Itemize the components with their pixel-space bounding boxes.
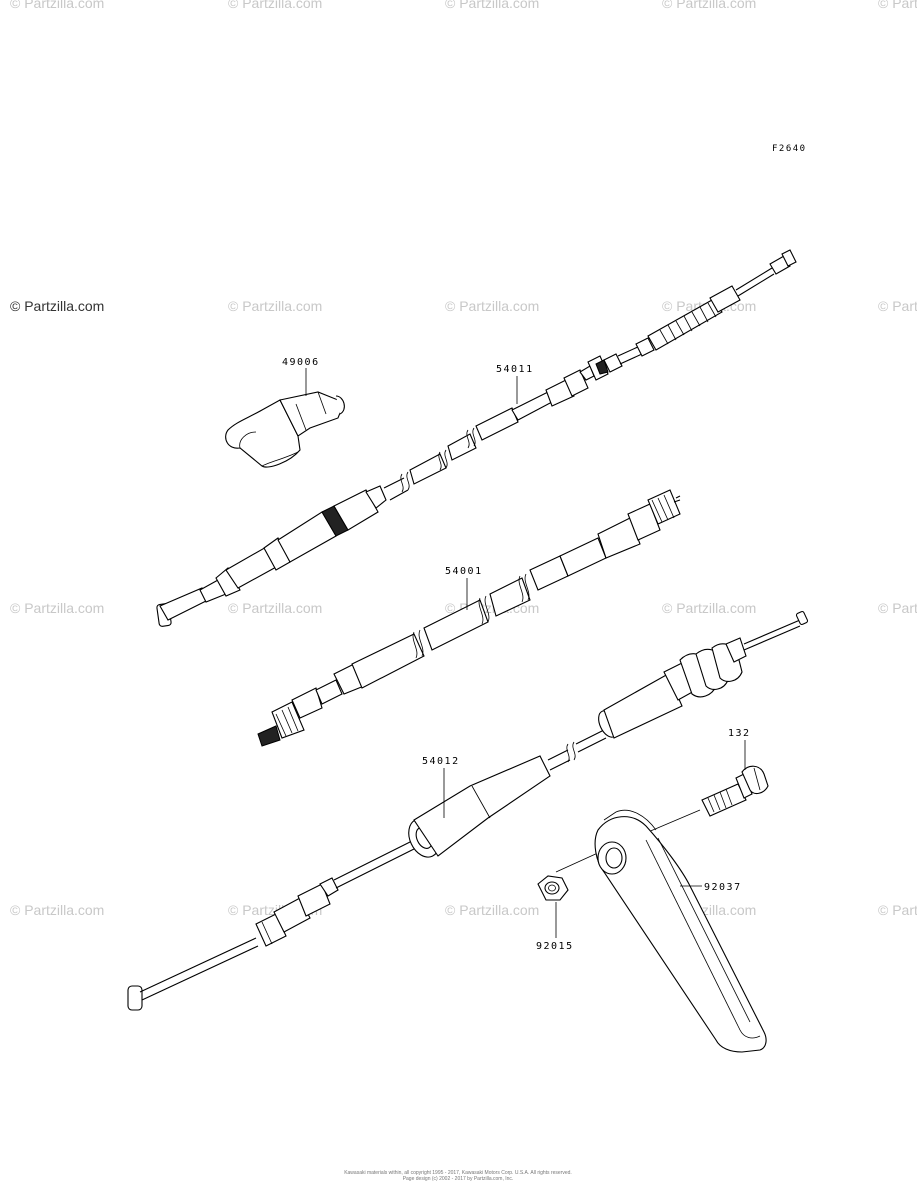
part-number-label[interactable]: 132 [728, 728, 751, 739]
watermark: © Partzilla.com [10, 0, 104, 11]
watermark: © Partzilla.com [445, 298, 539, 314]
watermark: © Partzilla.com [10, 600, 104, 616]
watermark-layer: © Partzilla.com © Partzilla.com © Partzi… [10, 0, 917, 918]
part-number-label[interactable]: 54011 [496, 364, 534, 375]
watermark: © Partzilla.com [445, 902, 539, 918]
watermark: © Partzilla.com [228, 0, 322, 11]
watermark: © Partzilla.com [662, 600, 756, 616]
watermark: © Partzilla.com [10, 298, 104, 314]
watermark: © Partzilla.com [878, 298, 917, 314]
part-number-label[interactable]: 49006 [282, 357, 320, 368]
part-132-bolt[interactable] [701, 765, 769, 817]
part-54011-clutch-cable[interactable] [156, 249, 797, 627]
part-92015-nut[interactable] [537, 875, 569, 901]
watermark: © Partzilla.com [878, 600, 917, 616]
watermark: © Partzilla.com [878, 902, 917, 918]
footer-copyright: Kawasaki materials within, all copyright… [344, 1170, 572, 1176]
part-92037-bracket[interactable] [594, 809, 767, 1053]
watermark: © Partzilla.com [228, 298, 322, 314]
figure-code: F2640 [772, 144, 807, 154]
part-54012-throttle-cable[interactable] [127, 610, 809, 1011]
part-number-label[interactable]: 54001 [445, 566, 483, 577]
watermark: © Partzilla.com [878, 0, 917, 11]
part-54001-speedometer-cable[interactable] [257, 489, 681, 747]
part-number-label[interactable]: 92015 [536, 941, 574, 952]
watermark: © Partzilla.com [445, 0, 539, 11]
footer-design: Page design (c) 2002 - 2017 by Partzilla… [403, 1176, 514, 1182]
part-number-label[interactable]: 54012 [422, 756, 460, 767]
part-49006-boot[interactable] [225, 391, 345, 468]
watermark: © Partzilla.com [228, 600, 322, 616]
watermark: © Partzilla.com [10, 902, 104, 918]
watermark: © Partzilla.com [662, 0, 756, 11]
part-number-label[interactable]: 92037 [704, 882, 742, 893]
